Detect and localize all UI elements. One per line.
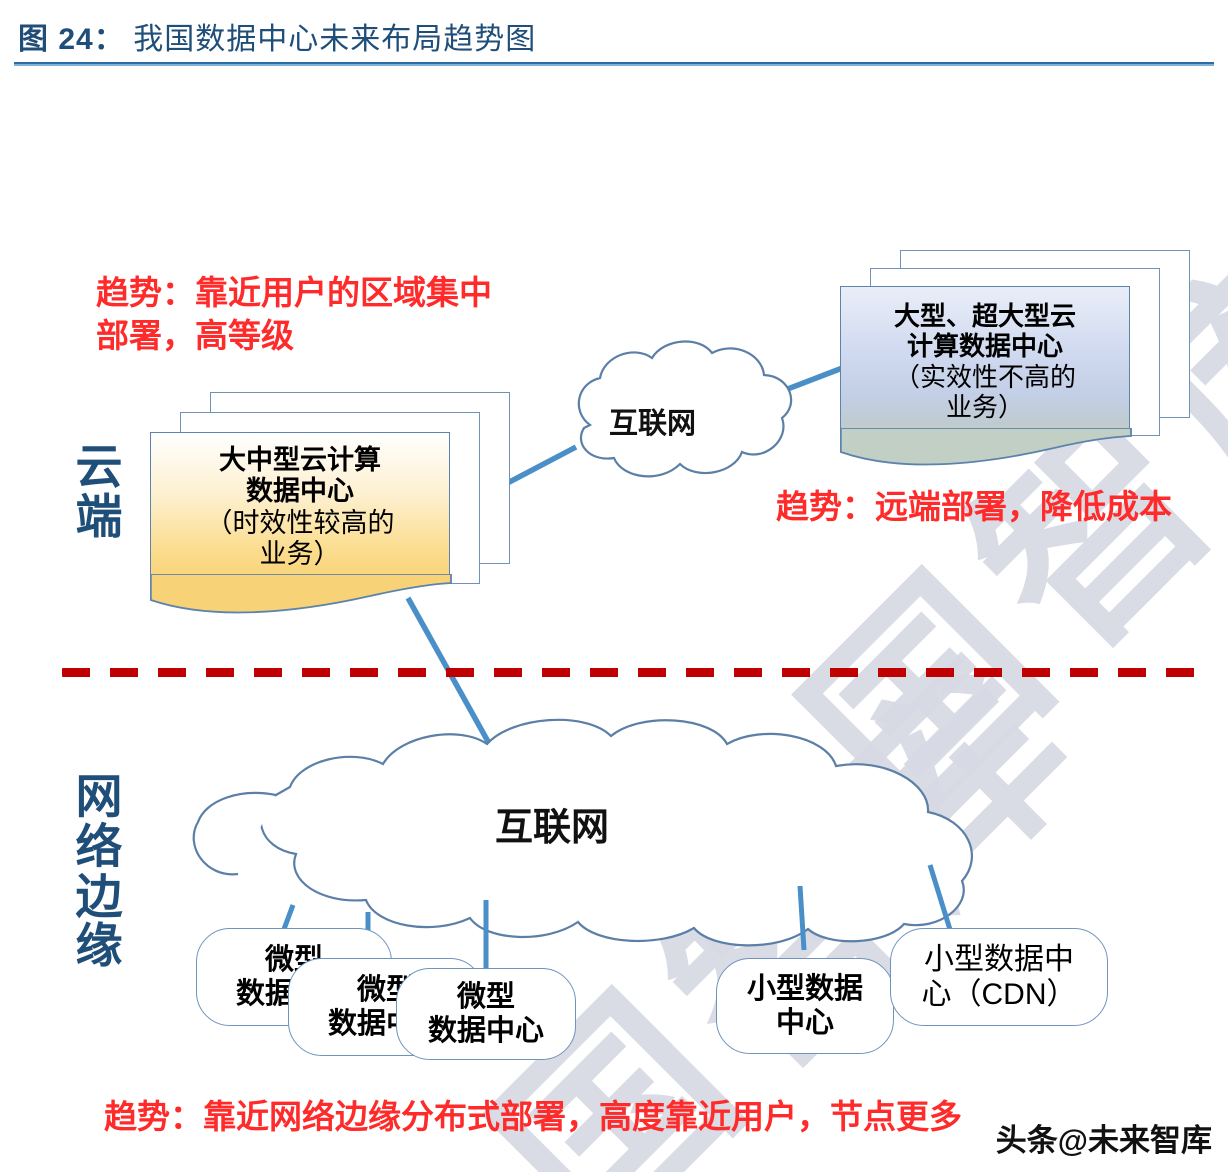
- card-text-left: 大中型云计算 数据中心 （时效性较高的 业务）: [196, 445, 405, 570]
- card-mid-large-cloud-dc[interactable]: 大中型云计算 数据中心 （时效性较高的 业务）: [150, 392, 520, 622]
- edge-node-text: 小型数据中 心（CDN）: [922, 942, 1077, 1013]
- top-cloud-label: 互联网: [609, 408, 697, 440]
- band-char: 边: [75, 869, 123, 923]
- card-line-3: （时效性较高的: [205, 507, 395, 538]
- bottom-cloud-shape: [259, 718, 973, 947]
- corner-watermark: 头条@未来智库: [995, 1123, 1212, 1158]
- bottom-cloud-lobe: [192, 791, 277, 876]
- card-line-2: 计算数据中心: [906, 331, 1063, 362]
- band-divider: [62, 668, 1202, 677]
- card-text-right: 大型、超大型云 计算数据中心 （实效性不高的 业务）: [884, 301, 1086, 422]
- card-line-3: （实效性不高的: [893, 361, 1076, 392]
- node-line-1: 小型数据中: [924, 942, 1074, 976]
- card-front-right[interactable]: 大型、超大型云 计算数据中心 （实效性不高的 业务）: [840, 286, 1130, 436]
- band-char: 缘: [75, 919, 123, 973]
- edge-node-small-cdn[interactable]: 小型数据中 心（CDN）: [890, 928, 1108, 1026]
- band-label-network-edge: 网 络 边 缘: [62, 772, 136, 971]
- band-label-cloud: 云 端: [62, 442, 136, 542]
- node-line-2: 心（CDN）: [921, 978, 1077, 1011]
- node-line-2: 中心: [775, 1007, 834, 1039]
- node-line-1: 微型: [456, 980, 515, 1013]
- bottom-cloud-label: 互联网: [495, 807, 610, 849]
- trend-note-top-right: 趋势：远端部署，降低成本: [776, 488, 1172, 525]
- band-char: 络: [75, 819, 123, 873]
- figure-title-text: 我国数据中心未来布局趋势图: [133, 23, 537, 56]
- trend-note-top-left: 趋势：靠近用户的区域集中部署，高等级: [96, 274, 492, 354]
- card-line-4: 业务）: [259, 538, 341, 569]
- card-bottom-wave-left: [150, 574, 452, 614]
- band-char: 端: [75, 489, 123, 543]
- card-bottom-wave-right: [840, 428, 1132, 466]
- title-divider: [14, 62, 1214, 66]
- card-line-2: 数据中心: [246, 476, 354, 507]
- leg-4: [797, 885, 807, 951]
- node-line-2: 数据中心: [427, 1015, 544, 1047]
- card-line-4: 业务）: [945, 391, 1024, 422]
- node-line-1: 小型数据: [746, 972, 863, 1005]
- card-large-hyperscale-cloud-dc[interactable]: 大型、超大型云 计算数据中心 （实效性不高的 业务）: [840, 250, 1200, 475]
- top-cloud-shape: [577, 340, 793, 478]
- trend-note-bottom: 趋势：靠近网络边缘分布式部署，高度靠近用户，节点更多: [104, 1098, 962, 1135]
- figure-number: 图 24：: [18, 23, 125, 56]
- edge-node-text: 小型数据 中心: [747, 972, 863, 1040]
- band-char: 云: [75, 440, 123, 493]
- page-title: 图 24： 我国数据中心未来布局趋势图: [18, 14, 536, 58]
- card-line-1: 大型、超大型云: [893, 301, 1076, 332]
- edge-node-small-1[interactable]: 小型数据 中心: [716, 958, 894, 1054]
- edge-node-text: 微型 数据中心: [428, 980, 544, 1048]
- wire-left-card-to-top-cloud: [498, 444, 578, 490]
- band-char: 网: [75, 770, 123, 823]
- edge-node-micro-3[interactable]: 微型 数据中心: [396, 968, 576, 1060]
- card-line-1: 大中型云计算: [219, 444, 381, 475]
- leg-5: [927, 864, 955, 937]
- card-front-left[interactable]: 大中型云计算 数据中心 （时效性较高的 业务）: [150, 432, 450, 582]
